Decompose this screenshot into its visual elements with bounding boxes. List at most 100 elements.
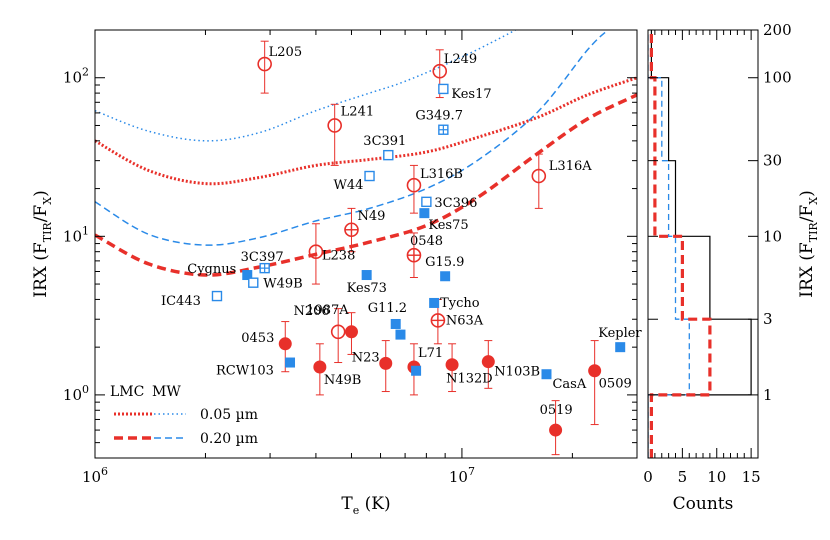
x-axis-label: Te (K) <box>341 494 390 517</box>
curve-mw-005 <box>95 30 518 142</box>
hist-right-tick-label-0: 1 <box>763 386 773 404</box>
marker-filled-circle <box>313 360 327 374</box>
legend: LMC MW 0.05 µm 0.20 µm <box>110 384 258 447</box>
y-tick-label-2: 102 <box>63 66 89 87</box>
point-n206 <box>344 325 358 339</box>
marker-filled-square <box>242 270 253 281</box>
data-points <box>211 56 626 437</box>
label-0509: 0509 <box>599 377 632 392</box>
curve-mw-020 <box>95 30 609 246</box>
histogram-series-mw <box>648 30 690 458</box>
legend-header-lmc: LMC <box>110 384 144 400</box>
marker-filled-square <box>390 318 401 329</box>
point-kepler <box>615 342 626 353</box>
marker-filled-square <box>615 342 626 353</box>
marker-filled-circle <box>588 364 602 378</box>
point-0509 <box>588 364 602 378</box>
point-g11-2 <box>390 318 401 329</box>
legend-label-005: 0.05 µm <box>200 407 258 423</box>
hist-right-tick-label-2: 10 <box>763 227 782 245</box>
label-g349-7: G349.7 <box>415 109 463 124</box>
marker-filled-circle <box>379 356 393 370</box>
label-0548: 0548 <box>410 234 443 249</box>
marker-open-circle <box>257 56 272 72</box>
histogram-steps <box>648 30 752 458</box>
label-rcw103: RCW103 <box>216 364 274 379</box>
histogram-right-y-label: IRX (FTIR/FX) <box>797 190 820 297</box>
marker-open-circle <box>327 118 342 133</box>
label-g11-2: G11.2 <box>368 301 407 316</box>
point-w44 <box>364 170 375 182</box>
point-l249 <box>432 63 448 79</box>
point-w49b <box>248 277 259 288</box>
label-n23: N23 <box>352 350 380 365</box>
label-1987a: 1987A <box>306 303 349 318</box>
histogram-x-label: Counts <box>673 494 734 514</box>
hist-x-tick-label-1: 5 <box>678 468 688 486</box>
point-3c396 <box>421 196 432 208</box>
label-n63a: N63A <box>446 313 484 328</box>
label-n132d: N132D <box>446 372 493 387</box>
marker-filled-square <box>419 208 430 219</box>
hist-right-tick-label-4: 100 <box>763 69 792 87</box>
label-kes75: Kes75 <box>428 218 468 233</box>
marker-filled-circle <box>445 358 459 372</box>
point-g349-7 <box>438 124 449 135</box>
point-0453 <box>278 337 292 351</box>
marker-filled-circle <box>344 325 358 339</box>
hist-right-tick-label-1: 3 <box>763 310 773 328</box>
marker-filled-circle <box>278 337 292 351</box>
marker-open-square <box>364 170 375 182</box>
label-l316a: L316A <box>549 159 592 174</box>
x-tick-label-0: 106 <box>82 465 108 486</box>
label-0519: 0519 <box>540 403 573 418</box>
point-rcw103 <box>285 357 296 368</box>
hist-right-tick-label-3: 30 <box>763 152 782 170</box>
label-w44: W44 <box>334 178 364 193</box>
histogram-series-all <box>648 30 752 458</box>
point-3c397 <box>259 262 270 274</box>
point-kes17 <box>438 83 449 95</box>
model-curves <box>95 30 637 277</box>
point-0519 <box>549 423 563 437</box>
marker-open-circle <box>308 244 324 259</box>
marker-open-circle <box>330 324 346 340</box>
marker-filled-square <box>440 271 451 282</box>
label-l316b: L316B <box>420 167 463 182</box>
point-tycho <box>429 297 440 308</box>
point-casa <box>541 369 552 380</box>
marker-filled-square <box>395 329 406 340</box>
marker-filled-square <box>285 357 296 368</box>
label-kepler: Kepler <box>598 326 642 341</box>
label-3c397: 3C397 <box>241 250 284 265</box>
point-l316b <box>406 177 422 193</box>
point-l241 <box>327 118 342 133</box>
label-3c391: 3C391 <box>363 134 406 149</box>
label-l241: L241 <box>341 104 374 119</box>
label-casa: CasA <box>552 377 586 392</box>
label-tycho: Tycho <box>440 296 480 311</box>
marker-open-square <box>211 290 223 302</box>
legend-label-020: 0.20 µm <box>200 431 258 447</box>
marker-open-circle <box>531 168 547 184</box>
marker-filled-circle <box>549 423 563 437</box>
marker-open-square <box>421 196 432 208</box>
point-n49b <box>313 360 327 374</box>
point-cygnus <box>242 270 253 281</box>
point-1987a <box>330 324 346 340</box>
label-w49b: W49B <box>263 277 302 292</box>
point-0548 <box>406 247 422 263</box>
marker-filled-square <box>541 369 552 380</box>
label-l71: L71 <box>418 346 443 361</box>
label-kes17: Kes17 <box>451 87 491 102</box>
marker-filled-square <box>361 270 372 281</box>
marker-filled-square <box>411 365 422 376</box>
point-kes73 <box>361 270 372 281</box>
label-kes73: Kes73 <box>347 281 387 296</box>
point-kes75 <box>419 208 430 219</box>
label-3c396: 3C396 <box>434 196 477 211</box>
point-l316a <box>531 168 547 184</box>
